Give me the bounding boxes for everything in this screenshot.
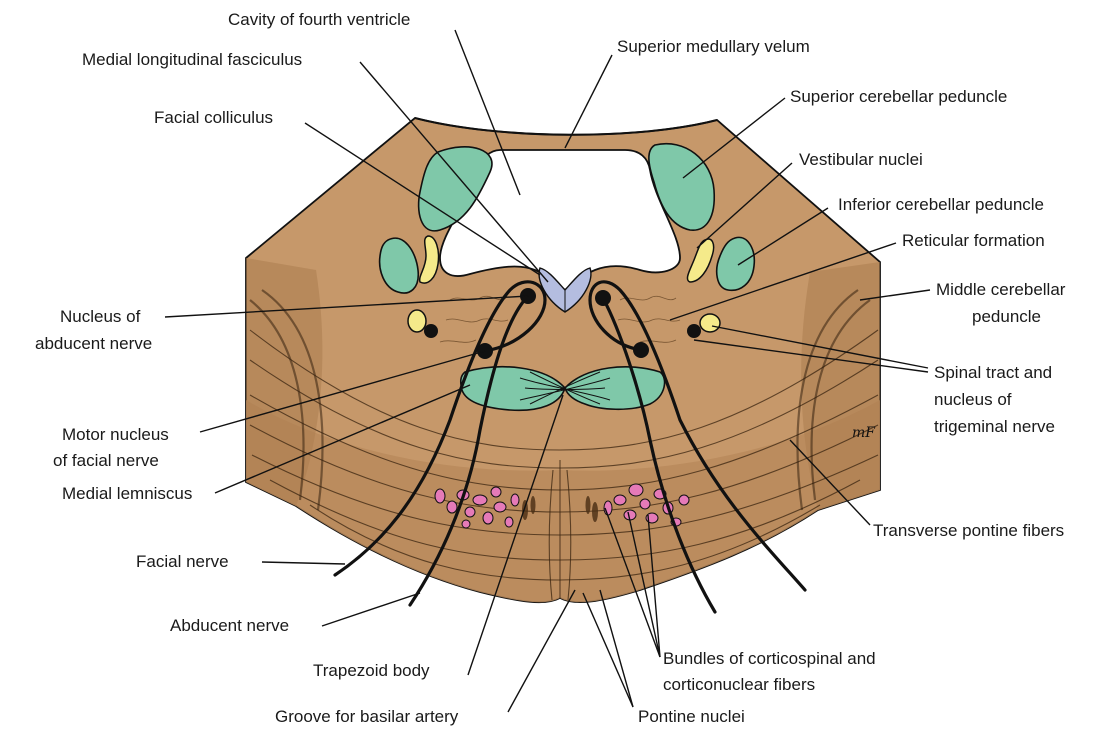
label-spinal-trigeminal-line1: Spinal tract and xyxy=(934,363,1052,382)
spinal-trigeminal-right xyxy=(700,314,720,332)
label-spinal-trigeminal-line3: trigeminal nerve xyxy=(934,417,1055,436)
label-bundles-line1: Bundles of corticospinal and xyxy=(663,649,876,668)
abducent-nucleus-right xyxy=(595,290,611,306)
label-motor-facial-line2: of facial nerve xyxy=(53,451,159,470)
label-trapezoid-body: Trapezoid body xyxy=(313,661,430,680)
spinal-trigeminal-left xyxy=(408,310,426,332)
spinal-trigeminal-nucleus-left xyxy=(424,324,438,338)
label-medial-longitudinal-fasciculus: Medial longitudinal fasciculus xyxy=(82,50,302,69)
facial-motor-nucleus-right xyxy=(633,342,649,358)
label-abducent-nucleus-line1: Nucleus of xyxy=(60,307,141,326)
label-abducent-nucleus-line2: abducent nerve xyxy=(35,334,152,353)
label-middle-cerebellar-line1: Middle cerebellar xyxy=(936,280,1066,299)
artist-signature: mF xyxy=(852,425,876,441)
label-superior-cerebellar-peduncle: Superior cerebellar peduncle xyxy=(790,87,1007,106)
label-superior-medullary-velum: Superior medullary velum xyxy=(617,37,810,56)
label-middle-cerebellar-line2: peduncle xyxy=(972,307,1041,326)
spinal-trigeminal-nucleus-right xyxy=(687,324,701,338)
label-groove-basilar-artery: Groove for basilar artery xyxy=(275,707,459,726)
label-pontine-nuclei: Pontine nuclei xyxy=(638,707,745,726)
label-motor-facial-line1: Motor nucleus xyxy=(62,425,169,444)
label-spinal-trigeminal-line2: nucleus of xyxy=(934,390,1012,409)
label-facial-colliculus: Facial colliculus xyxy=(154,108,273,127)
label-reticular-formation: Reticular formation xyxy=(902,231,1045,250)
label-facial-nerve: Facial nerve xyxy=(136,552,229,571)
label-bundles-line2: corticonuclear fibers xyxy=(663,675,815,694)
label-transverse-pontine-fibers: Transverse pontine fibers xyxy=(873,521,1064,540)
label-abducent-nerve: Abducent nerve xyxy=(170,616,289,635)
label-medial-lemniscus: Medial lemniscus xyxy=(62,484,192,503)
label-cavity-fourth-ventricle: Cavity of fourth ventricle xyxy=(228,10,410,29)
label-vestibular-nuclei: Vestibular nuclei xyxy=(799,150,923,169)
label-inferior-cerebellar-peduncle: Inferior cerebellar peduncle xyxy=(838,195,1044,214)
